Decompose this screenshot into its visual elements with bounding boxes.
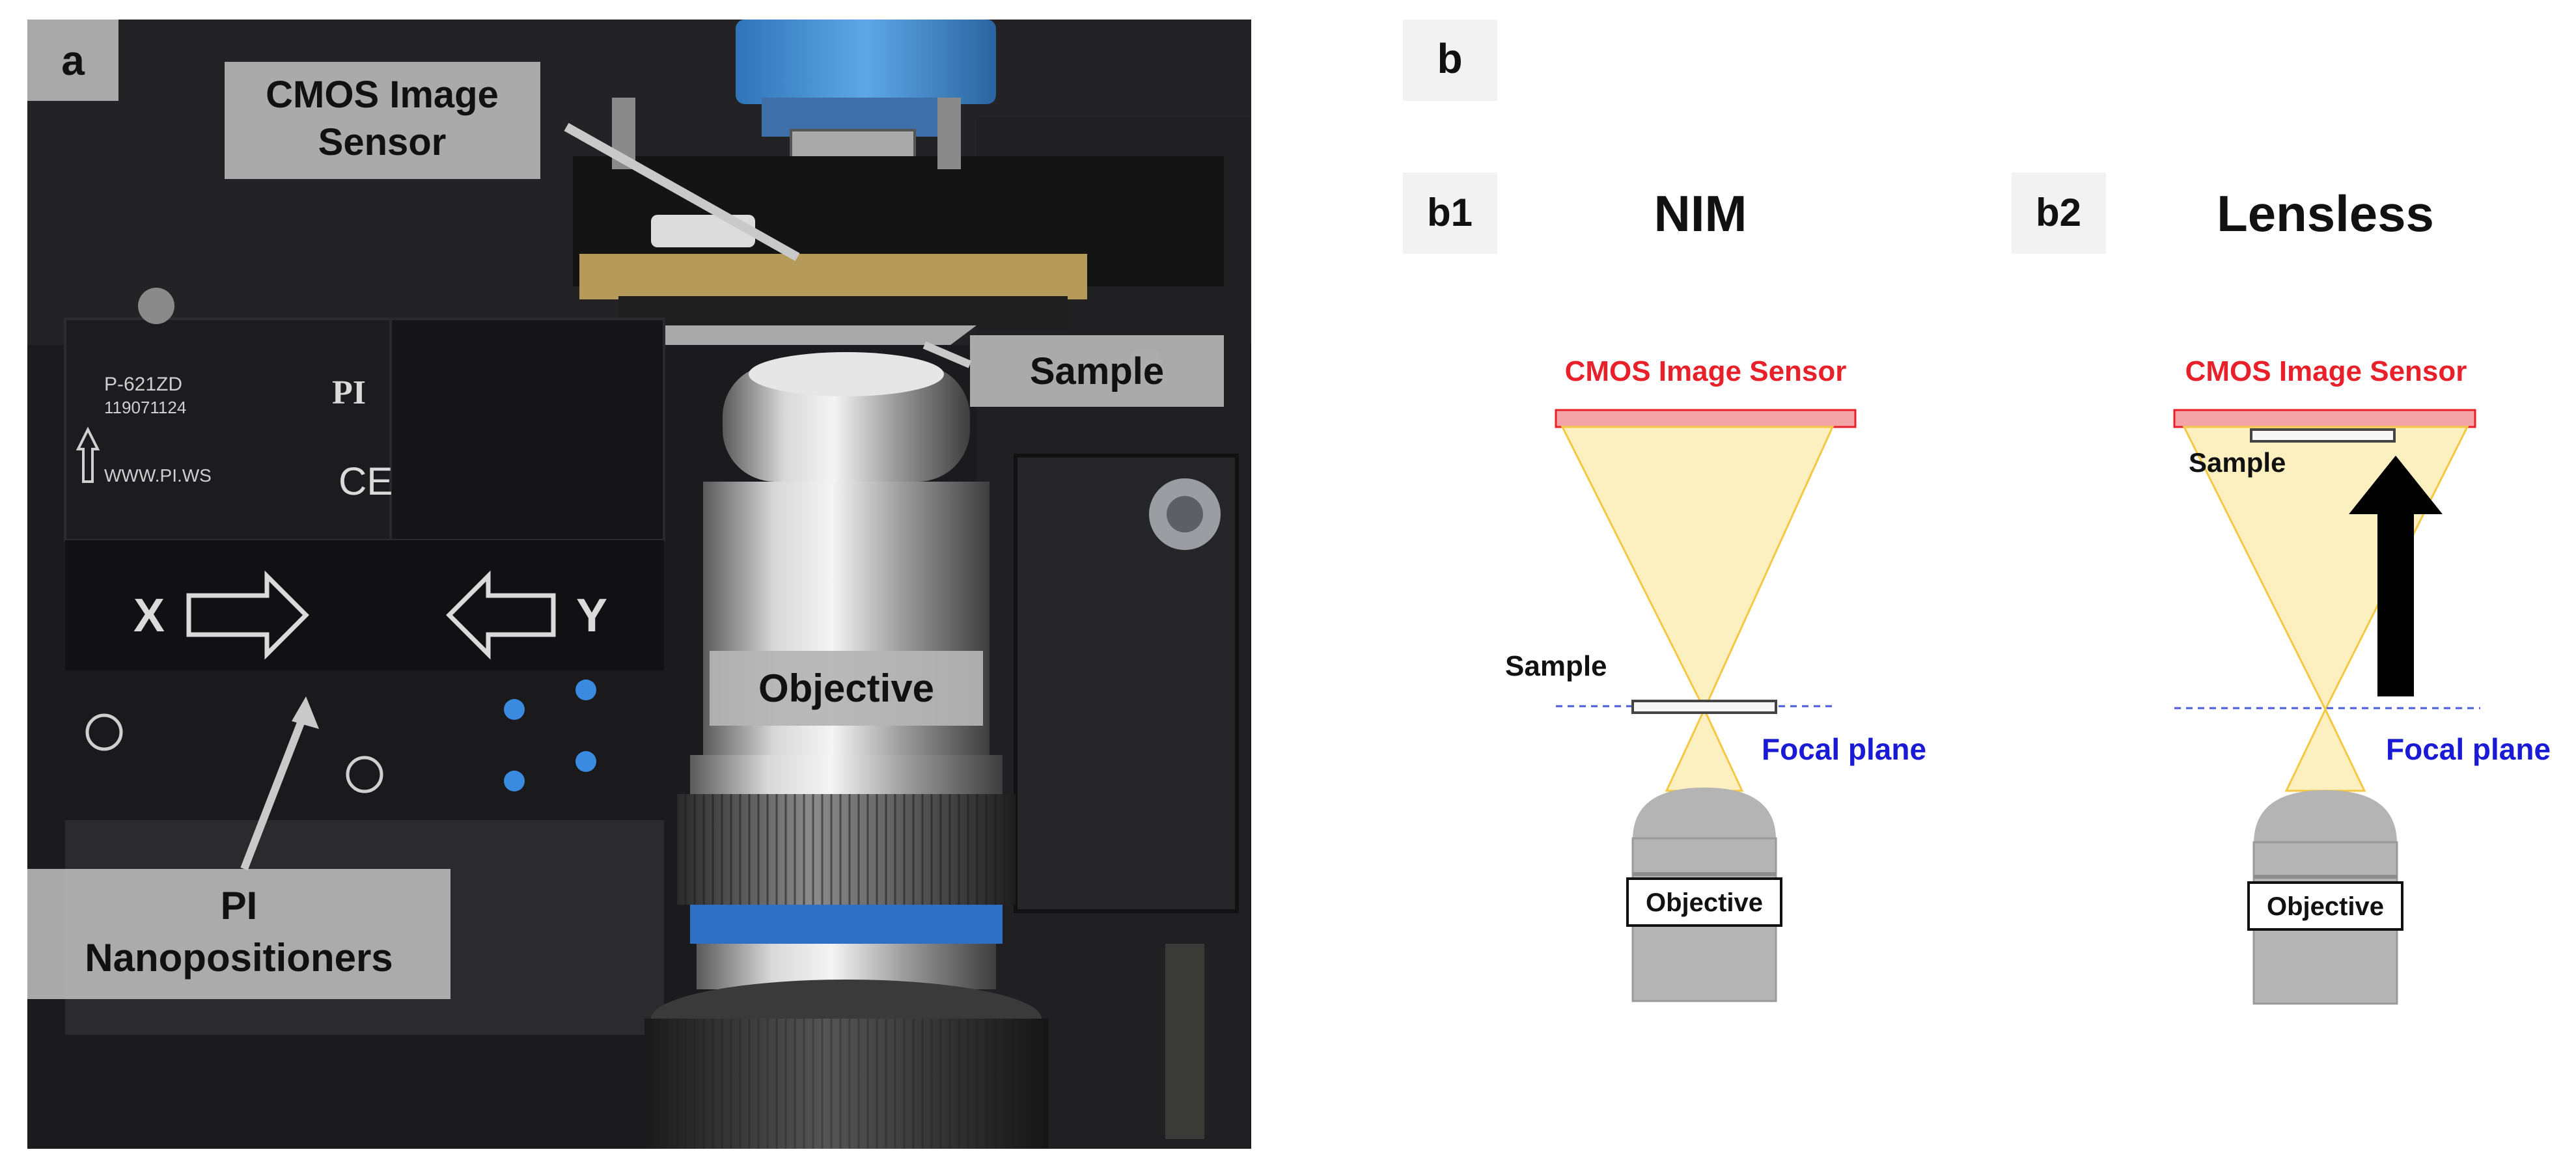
- b1-sensor-bar: [1555, 409, 1857, 428]
- pi-label-line1: PI: [221, 884, 258, 927]
- panel-b2-tag-box: [2012, 172, 2106, 254]
- part-number-text: P-621ZD: [104, 374, 182, 395]
- blue-indicator-leds: [504, 680, 596, 791]
- usb-cable: [736, 20, 996, 104]
- panel-b-tag: b: [1437, 35, 1462, 82]
- sensor-pcb: [579, 254, 1087, 299]
- positioner-block-side: [389, 318, 665, 542]
- objective-label-box: [710, 651, 983, 726]
- serial-text: 119071124: [104, 398, 186, 417]
- b1-focal-label: Focal plane: [1762, 732, 1926, 766]
- b2-objective-ring: [2254, 875, 2397, 879]
- b1-sensor-label: CMOS Image Sensor: [1565, 355, 1847, 387]
- b2-lower-light-cone: [2284, 707, 2366, 792]
- pi-logo: PI: [332, 374, 366, 411]
- panel-b-tag-box: [1403, 20, 1497, 101]
- sample-pointer-line: [922, 341, 972, 368]
- axis-x-label: X: [133, 590, 165, 642]
- b2-objective-cap: [2254, 790, 2397, 844]
- pi-pointer-line: [240, 707, 310, 871]
- b1-title: NIM: [1654, 185, 1747, 242]
- b1-objective-label-box: [1626, 877, 1782, 927]
- top-screw-icon: [138, 288, 174, 324]
- sample-label: Sample: [1030, 350, 1164, 392]
- b2-sample-slide: [2250, 428, 2396, 443]
- b1-lower-light-cone: [1665, 707, 1744, 792]
- ground-symbol-icon-2: [346, 756, 383, 793]
- positioner-lower-block: [65, 670, 664, 820]
- cmos-label-line1: CMOS Image: [266, 74, 499, 116]
- b2-sensor-label: CMOS Image Sensor: [2185, 355, 2467, 387]
- b1-objective-label: Objective: [1646, 888, 1763, 917]
- b2-objective-label: Objective: [2267, 892, 2384, 921]
- b2-move-arrow-icon: [2349, 456, 2443, 696]
- positioner-block-front: [64, 318, 392, 542]
- y-arrow-icon: [446, 570, 556, 660]
- panel-b1-tag: b1: [1427, 191, 1473, 234]
- b1-objective-ring: [1633, 872, 1776, 876]
- ce-mark: CE: [339, 460, 393, 503]
- b2-title: Lensless: [2217, 185, 2434, 242]
- panel-b2-tag: b2: [2036, 191, 2081, 234]
- panel-b2-diagram: b2 Lensless CMOS Image Sensor Sample Foc…: [2012, 172, 2551, 1005]
- b1-sample-label: Sample: [1505, 650, 1607, 682]
- pi-label-box: [27, 869, 450, 999]
- website-text: WWW.PI.WS: [104, 465, 212, 486]
- b1-sample-slide: [1631, 700, 1777, 714]
- pi-pointer-arrowhead: [292, 696, 319, 729]
- x-arrow-icon: [186, 570, 309, 660]
- objective-label: Objective: [758, 666, 934, 710]
- up-arrow-icon: [76, 426, 100, 483]
- positioner-arrow-band: [65, 540, 664, 670]
- sensor-chip: [618, 296, 1068, 329]
- panel-a-tag-box: [27, 20, 118, 101]
- b1-upper-light-cone: [1560, 426, 1835, 712]
- cmos-label-line2: Sensor: [318, 121, 447, 163]
- sample-label-box: [970, 335, 1224, 407]
- b2-focal-label: Focal plane: [2386, 732, 2551, 766]
- b2-sample-label: Sample: [2189, 447, 2286, 478]
- adjust-screw: [1165, 944, 1204, 1139]
- cmos-pointer-line: [564, 122, 800, 262]
- cmos-label-box: [225, 62, 540, 179]
- panel-a-photo: P-621ZD 119071124 WWW.PI.WS PI CE X Y: [27, 20, 1251, 1149]
- b2-objective-label-box: [2247, 881, 2403, 931]
- mount-screw-center: [1167, 496, 1203, 532]
- panel-b1-diagram: b1 NIM CMOS Image Sensor Sample Focal pl…: [1403, 172, 1926, 1002]
- panel-b1-tag-box: [1403, 172, 1497, 254]
- axis-y-label: Y: [576, 590, 607, 642]
- ground-symbol-icon: [85, 713, 123, 751]
- pi-label-line2: Nanopositioners: [85, 936, 393, 980]
- b2-sensor-bar: [2173, 409, 2476, 428]
- panel-a-tag: a: [61, 37, 85, 84]
- b1-objective-cap: [1633, 788, 1776, 840]
- bracket-standoff-right: [937, 98, 961, 169]
